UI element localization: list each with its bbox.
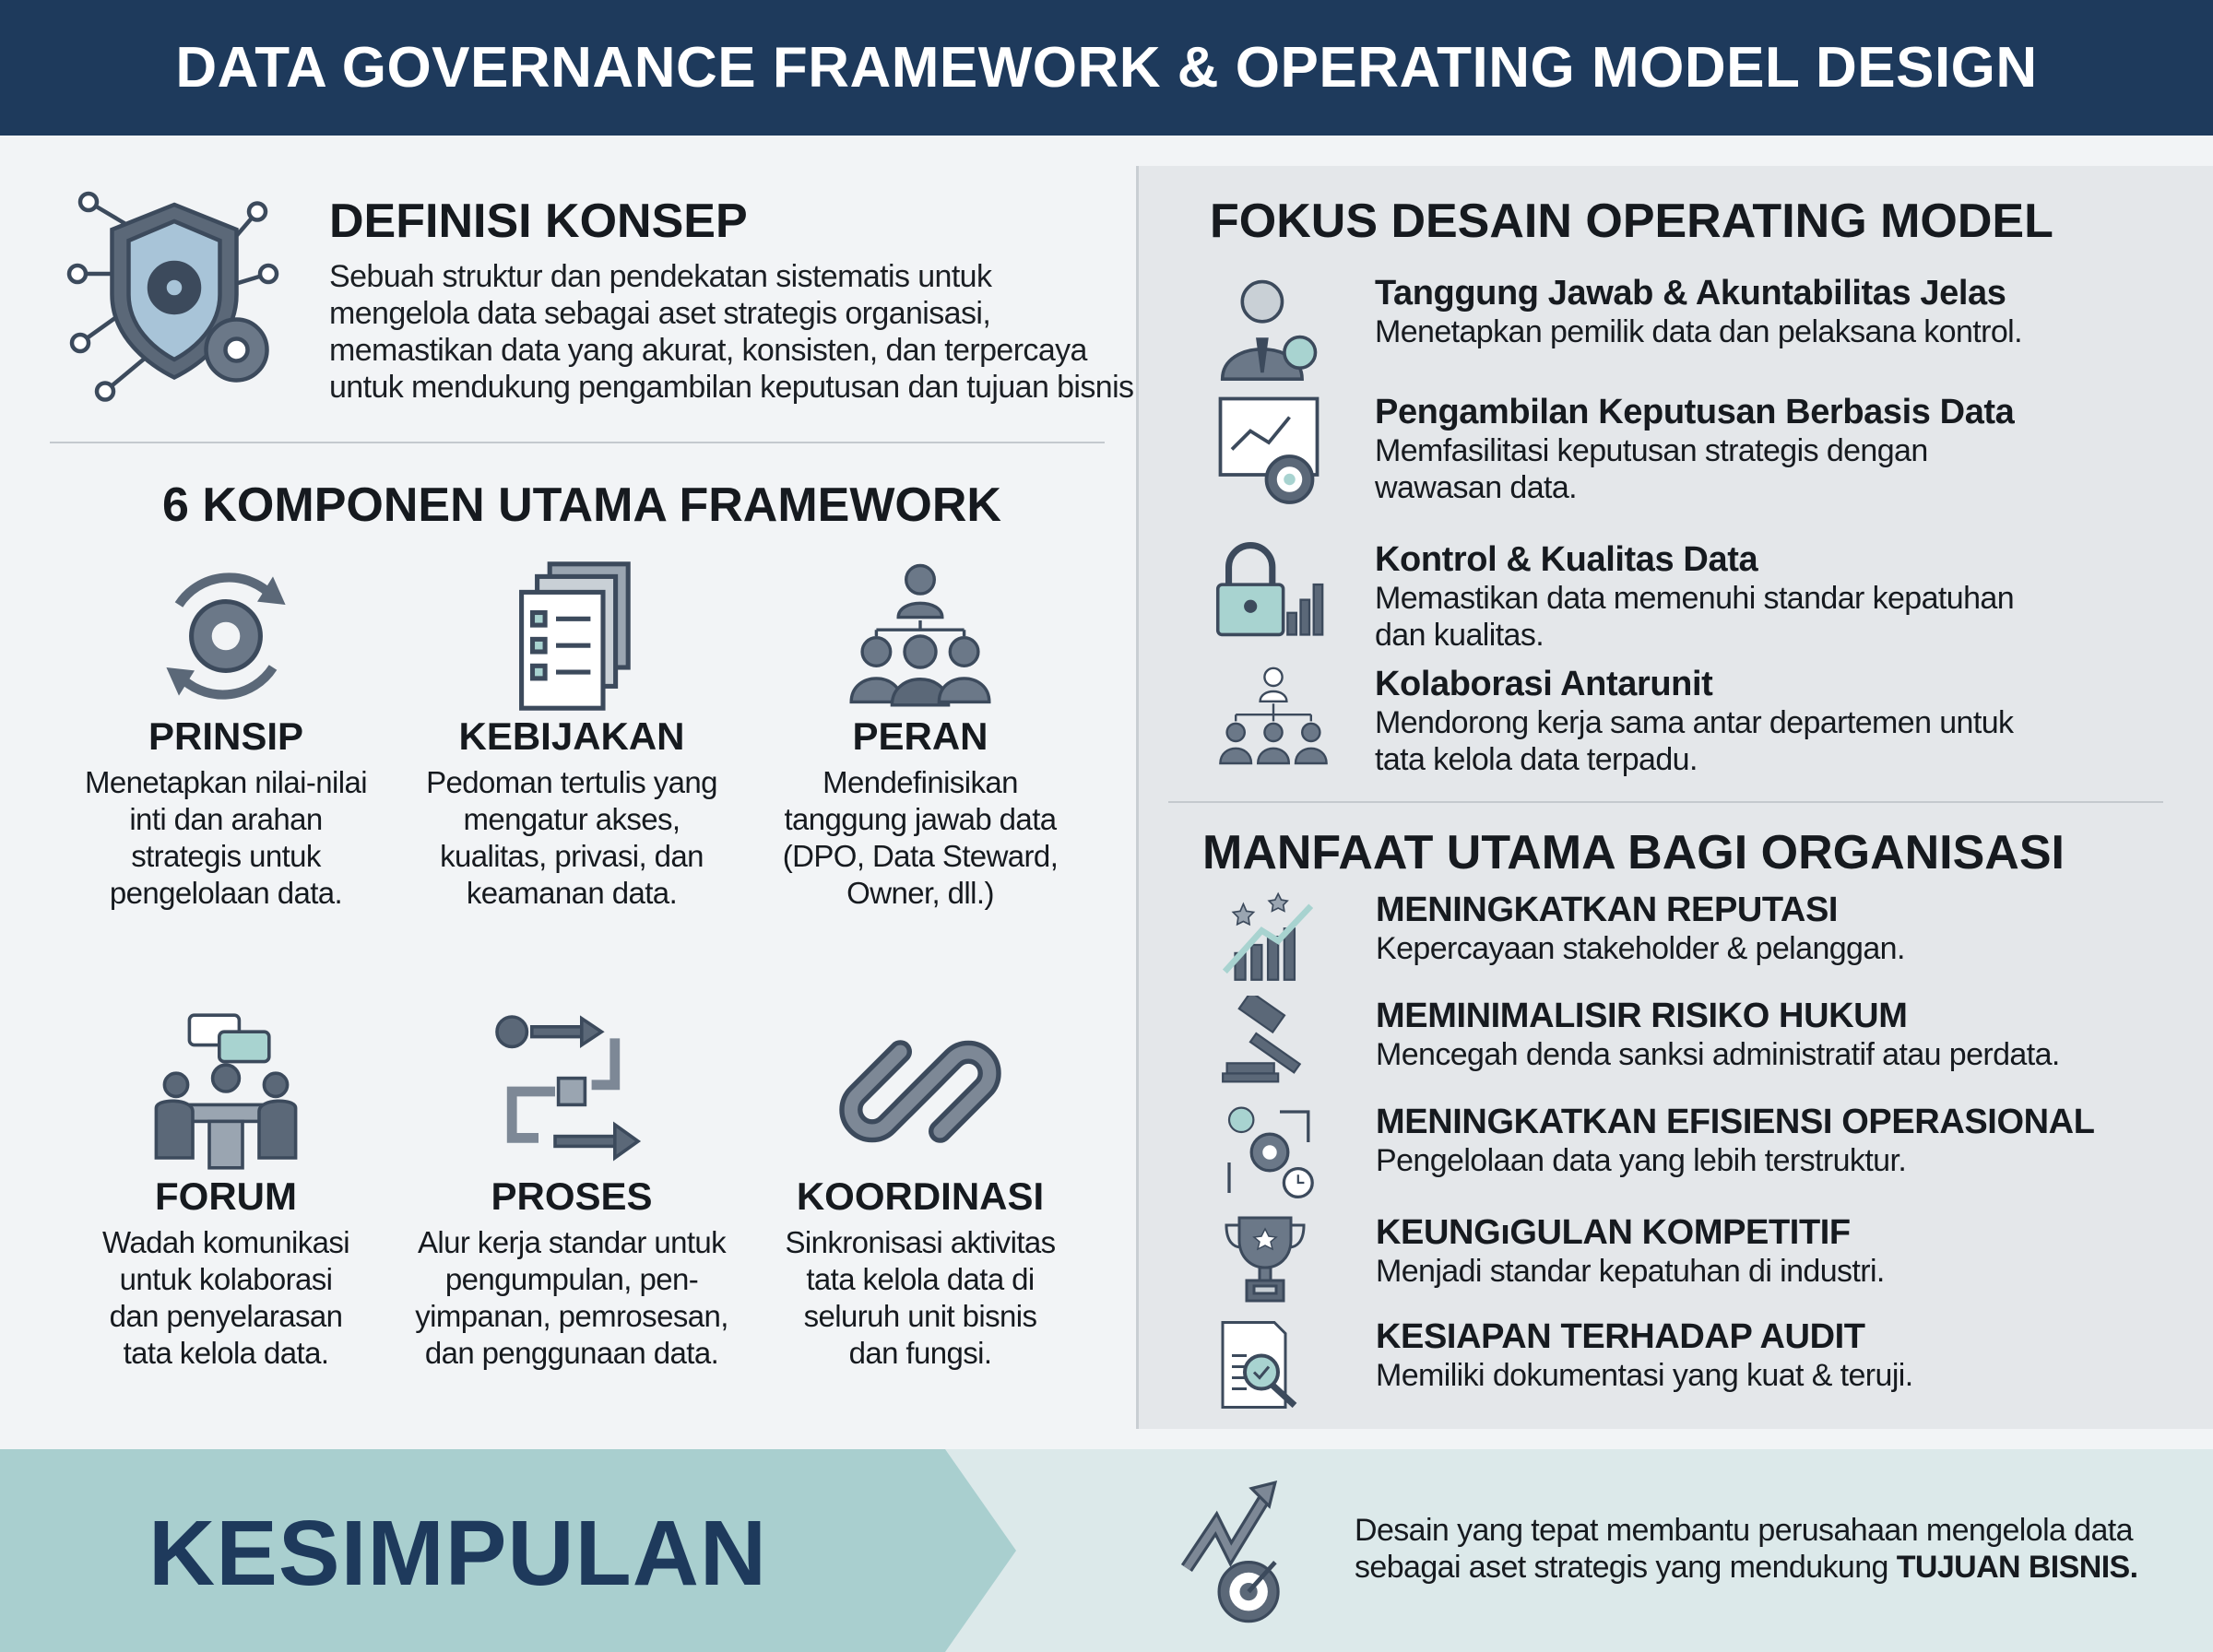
manfaat-item-title: MENINGKATKAN REPUTASI xyxy=(1376,891,1839,929)
fokus-item-desc: Memfasilitasi keputusan strategis dengan xyxy=(1375,433,1928,468)
manfaat-item-desc: Memiliki dokumentasi yang kuat & teruji. xyxy=(1376,1358,1913,1393)
manfaat-item-desc: Kepercayaan stakeholder & pelanggan. xyxy=(1376,931,1905,966)
fokus-item-desc: Memastikan data memenuhi standar kepatuh… xyxy=(1375,581,2015,616)
person-badge-icon xyxy=(1220,279,1318,381)
definisi-title: DEFINISI KONSEP xyxy=(329,195,748,248)
fokus-item-title: Tanggung Jawab & Akuntabilitas Jelas xyxy=(1375,274,2006,313)
trophy-icon xyxy=(1225,1216,1306,1303)
component-label: PROSES xyxy=(491,1174,653,1218)
process-flow-icon xyxy=(495,1015,642,1162)
chart-target-icon xyxy=(1218,396,1320,504)
fokus-item-title: Kolaborasi Antarunit xyxy=(1375,665,1713,703)
component-label: FORUM xyxy=(155,1174,297,1218)
component-label: PRINSIP xyxy=(148,714,304,758)
manfaat-item-title: KESIAPAN TERHADAP AUDIT xyxy=(1376,1317,1865,1356)
manfaat-item-desc: Pengelolaan data yang lebih terstruktur. xyxy=(1376,1143,1907,1178)
gear-cycle-icon xyxy=(166,572,286,700)
fokus-item-desc: Menetapkan pemilik data dan pelaksana ko… xyxy=(1375,314,2023,349)
kesimpulan-title: KESIMPULAN xyxy=(148,1502,768,1605)
manfaat-item-title: MENINGKATKAN EFISIENSI OPERASIONAL xyxy=(1376,1103,2095,1141)
audit-magnifier-icon xyxy=(1221,1321,1297,1409)
component-label: PERAN xyxy=(852,714,988,758)
org-people-icon xyxy=(849,563,991,707)
right-panel xyxy=(1136,166,2213,1429)
fokus-title: FOKUS DESAIN OPERATING MODEL xyxy=(1210,195,2053,248)
section-divider xyxy=(1168,801,2163,803)
manfaat-item-desc: Menjadi standar kepatuhan di industri. xyxy=(1376,1254,1885,1289)
kesimpulan-text: Desain yang tepat membantu perusahaan me… xyxy=(1355,1512,2166,1586)
policy-document-icon xyxy=(519,561,631,711)
definisi-line: memastikan data yang akurat, konsisten, … xyxy=(329,333,1087,368)
fokus-item-title: Pengambilan Keputusan Berbasis Data xyxy=(1375,393,2015,431)
gear-clock-icon xyxy=(1227,1106,1314,1199)
section-divider xyxy=(50,442,1105,443)
team-hierarchy-icon xyxy=(1219,667,1328,765)
component-label: KOORDINASI xyxy=(796,1174,1045,1218)
kesimpulan-emphasis: TUJUAN BISNIS xyxy=(1896,1550,2131,1585)
page-title: DATA GOVERNANCE FRAMEWORK & OPERATING MO… xyxy=(175,36,2038,100)
fokus-item-desc: tata kelola data terpadu. xyxy=(1375,742,1698,777)
definisi-line: Sebuah struktur dan pendekatan sistemati… xyxy=(329,259,992,294)
fokus-item-desc: dan kualitas. xyxy=(1375,618,1544,653)
gavel-icon xyxy=(1222,996,1302,1083)
growth-target-icon xyxy=(1180,1481,1280,1623)
kesimpulan-arrow-shape xyxy=(0,1449,1016,1652)
komponen-title: 6 KOMPONEN UTAMA FRAMEWORK xyxy=(162,478,1001,532)
stars-growth-icon xyxy=(1222,891,1314,981)
meeting-icon xyxy=(154,1013,298,1170)
shield-gear-network-icon xyxy=(66,191,279,402)
fokus-item-desc: Mendorong kerja sama antar departemen un… xyxy=(1375,705,2014,740)
fokus-item-desc: wawasan data. xyxy=(1375,470,1578,505)
manfaat-item-title: MEMINIMALISIR RISIKO HUKUM xyxy=(1376,997,1908,1035)
definisi-line: untuk mendukung pengambilan keputusan da… xyxy=(329,370,1142,405)
kesimpulan-body: Desain yang tepat membantu perusahaan me… xyxy=(1355,1513,2134,1585)
chain-link-icon xyxy=(839,1040,1001,1143)
manfaat-title: MANFAAT UTAMA BAGI ORGANISASI xyxy=(1202,826,2065,879)
component-label: KEBIJAKAN xyxy=(458,714,685,758)
definisi-text: Sebuah struktur dan pendekatan sistemati… xyxy=(329,258,1142,406)
kesimpulan-end: . xyxy=(2129,1550,2138,1585)
lock-bars-icon xyxy=(1215,542,1324,637)
definisi-line: mengelola data sebagai aset strategis or… xyxy=(329,296,991,331)
header-bar: DATA GOVERNANCE FRAMEWORK & OPERATING MO… xyxy=(0,0,2213,136)
fokus-item-title: Kontrol & Kualitas Data xyxy=(1375,540,1758,579)
manfaat-item-desc: Mencegah denda sanksi administratif atau… xyxy=(1376,1037,2060,1072)
manfaat-item-title: KEUNGıGULAN KOMPETITIF xyxy=(1376,1213,1851,1252)
